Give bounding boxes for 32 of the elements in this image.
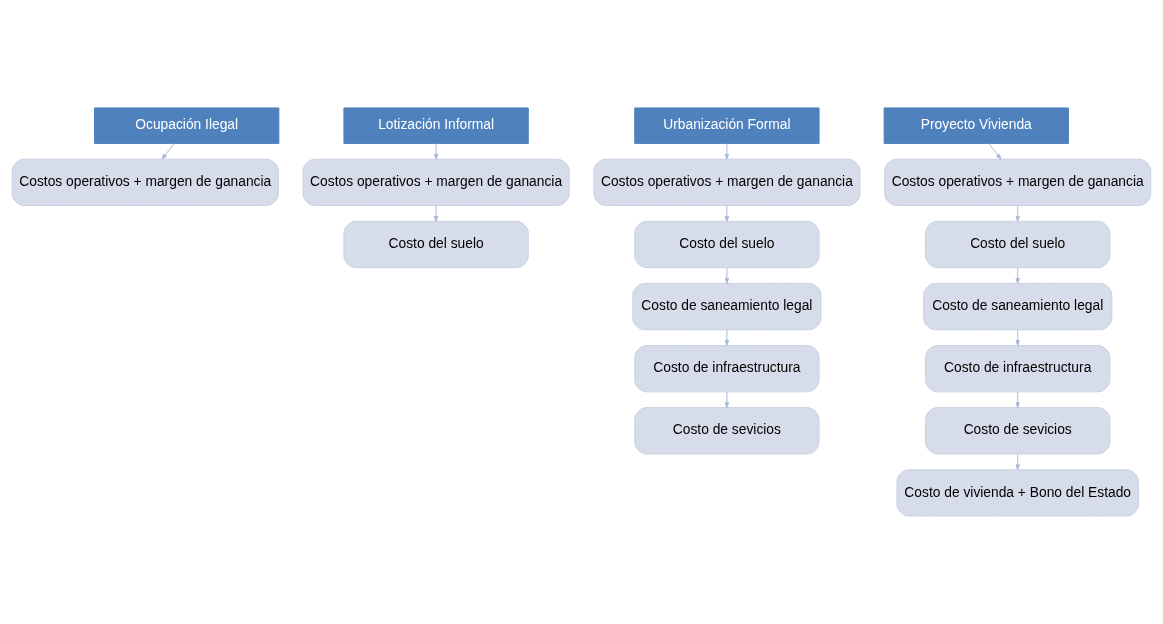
node-box: Costo de saneamiento legal bbox=[632, 282, 822, 331]
arrow bbox=[724, 205, 730, 222]
node-box: Costo de sevicios bbox=[925, 407, 1111, 455]
arrow bbox=[433, 205, 439, 222]
node-box: Proyecto Vivienda bbox=[883, 107, 1069, 144]
arrow bbox=[1015, 329, 1020, 346]
arrow bbox=[1015, 205, 1020, 222]
arrow bbox=[433, 143, 439, 160]
arrow bbox=[1015, 267, 1020, 284]
arrow bbox=[161, 143, 175, 160]
node-box: Costo de infraestructura bbox=[634, 345, 820, 393]
arrow bbox=[724, 391, 730, 409]
node-box: Costo de sevicios bbox=[634, 407, 820, 455]
node-box: Costo del suelo bbox=[925, 220, 1111, 269]
node-box: Urbanización Formal bbox=[634, 107, 820, 144]
node-box: Costo de saneamiento legal bbox=[923, 282, 1113, 331]
arrow bbox=[724, 267, 730, 284]
arrow bbox=[1015, 453, 1020, 471]
node-box: Costos operativos + margen de ganancia bbox=[302, 158, 570, 207]
node-box: Lotización Informal bbox=[343, 107, 529, 144]
node-box: Costo de infraestructura bbox=[925, 345, 1111, 393]
arrow bbox=[1015, 391, 1020, 409]
node-box: Costos operativos + margen de ganancia bbox=[593, 158, 861, 207]
node-box: Costos operativos + margen de ganancia bbox=[11, 158, 279, 207]
node-box: Ocupación Ilegal bbox=[94, 107, 280, 144]
node-box: Costo de vivienda + Bono del Estado bbox=[896, 469, 1139, 517]
node-box: Costo del suelo bbox=[343, 220, 529, 269]
node-box: Costos operativos + margen de ganancia bbox=[884, 158, 1152, 207]
arrow bbox=[724, 329, 730, 346]
arrow bbox=[724, 143, 730, 160]
arrow bbox=[988, 143, 1002, 160]
node-box: Costo del suelo bbox=[634, 220, 820, 269]
